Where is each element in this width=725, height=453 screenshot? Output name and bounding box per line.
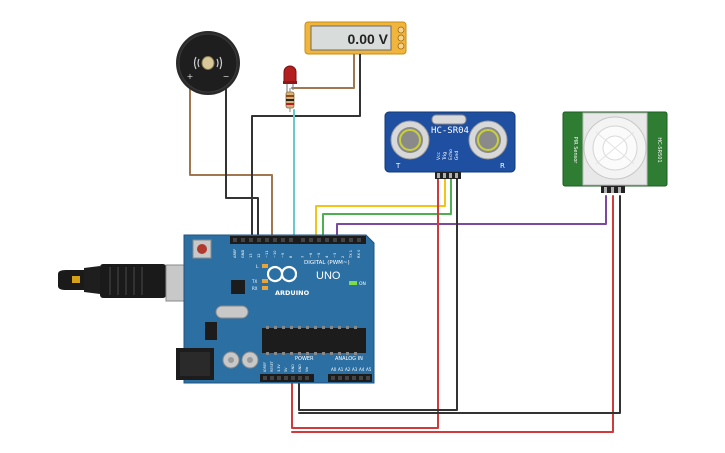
- pin-label-10: ~10: [273, 250, 277, 258]
- pir-side-label-right: HC-SR501: [656, 137, 662, 162]
- pin-label-vin: Vin: [305, 367, 309, 372]
- wire-multimeter-black: [251, 57, 361, 241]
- led-tx-label: TX: [251, 279, 257, 284]
- digital-header: [230, 236, 366, 244]
- buzzer-plus-label: +: [187, 72, 194, 81]
- usb-chip: [231, 280, 245, 294]
- pin-label-aref: AREF: [233, 249, 237, 258]
- pin-label-gnd-1: GND: [291, 364, 295, 372]
- ultrasonic-pin-gnd: Gnd: [454, 151, 460, 160]
- pin-label-6: ~6: [309, 252, 313, 258]
- reset-button-cap: [197, 244, 207, 254]
- wire-pir-red: [291, 195, 614, 433]
- pir-side-label-left: PIR Sensor: [572, 137, 578, 165]
- analog-section-label: ANALOG IN: [335, 356, 363, 362]
- wires: [189, 57, 621, 433]
- wire-ultrasonic-yellow: [315, 177, 446, 241]
- pin-label-ioref: IOREF: [263, 362, 267, 372]
- digital-section-label: DIGITAL (PWM~): [304, 260, 350, 266]
- crystal: [215, 305, 249, 319]
- ultrasonic-t-label: T: [395, 162, 401, 170]
- wire-pir-purple: [336, 195, 607, 241]
- ultrasonic-pin-labels: Vcc Trig Echo Gnd: [436, 149, 460, 161]
- pin-label-a0: A0: [331, 367, 337, 372]
- icsp-header: [205, 322, 217, 340]
- pin-label-rx: RX 0: [357, 249, 361, 258]
- ultrasonic-model-label: HC-SR04: [431, 126, 469, 136]
- ultrasonic-sensor[interactable]: HC-SR04 T R Vcc Trig Echo Gnd: [384, 111, 516, 179]
- multimeter[interactable]: 0.00 V: [304, 21, 407, 60]
- pin-label-a1: A1: [338, 367, 344, 372]
- pir-sensor[interactable]: PIR Sensor HC-SR501: [562, 111, 668, 193]
- pin-label-7: 7: [301, 256, 305, 258]
- pin-label-a5: A5: [366, 367, 372, 372]
- wire-ultrasonic-black: [298, 177, 458, 411]
- digital-pin-labels: AREF GND 13 12 ~11 ~10 ~9 8 7 ~6 ~5 4 ~3…: [233, 249, 361, 259]
- led-rx: [262, 286, 268, 290]
- pin-label-tx: TX 1: [349, 250, 353, 259]
- led-tx: [262, 279, 268, 283]
- wire-multimeter-brown: [291, 57, 355, 89]
- pin-label-gnd-2: GND: [298, 364, 302, 372]
- ultrasonic-pin-echo: Echo: [448, 149, 454, 160]
- buzzer-minus-label: −: [223, 72, 230, 81]
- wire-pir-black: [298, 195, 621, 414]
- led-rx-label: RX: [252, 286, 258, 291]
- multimeter-reading: 0.00 V: [348, 31, 389, 47]
- pin-label-a2: A2: [345, 367, 351, 372]
- ultrasonic-r-label: R: [500, 162, 505, 170]
- usb-cable: [58, 264, 201, 302]
- wire-ultrasonic-red: [291, 177, 439, 429]
- pin-label-a3: A3: [352, 367, 358, 372]
- pin-label-9: ~9: [281, 252, 285, 258]
- resistor[interactable]: [285, 88, 295, 112]
- led-l-label: L: [256, 264, 259, 270]
- pin-label-2: 2: [341, 256, 345, 258]
- pin-label-12: 12: [257, 253, 261, 258]
- analog-header: [328, 374, 372, 382]
- power-pin-labels: IOREF RESET 3.3V 5V GND GND Vin: [263, 360, 309, 372]
- pin-label-3: ~3: [333, 253, 337, 258]
- pin-label-gnd: GND: [241, 250, 245, 258]
- digital-header-holes: [233, 238, 361, 242]
- ultrasonic-pin-vcc: Vcc: [436, 151, 442, 160]
- wire-buzzer-brown: [189, 81, 273, 241]
- piezo-buzzer[interactable]: + −: [176, 31, 240, 95]
- atmega-chip: [262, 328, 366, 353]
- pin-label-5: ~5: [317, 253, 321, 258]
- analog-pin-labels: A0 A1 A2 A3 A4 A5: [331, 367, 372, 372]
- chip-pins: [266, 326, 357, 355]
- wire-buzzer-black: [225, 81, 259, 241]
- pin-label-13: 13: [249, 253, 253, 258]
- pin-label-11: ~11: [265, 250, 269, 258]
- pin-label-4: 4: [325, 255, 329, 258]
- pin-label-3v3: 3.3V: [277, 364, 281, 372]
- pin-label-5v: 5V: [284, 367, 288, 372]
- on-led: [349, 281, 357, 285]
- arduino-logo: ARDUINO: [266, 265, 310, 297]
- on-led-label: ON: [359, 281, 366, 287]
- red-led[interactable]: [283, 65, 297, 92]
- wire-ultrasonic-green: [322, 177, 452, 241]
- ultrasonic-pin-trig: Trig: [442, 152, 448, 161]
- pin-label-8: 8: [289, 255, 293, 258]
- power-section-label: POWER: [295, 356, 314, 362]
- led-l: [262, 264, 268, 268]
- pin-label-a4: A4: [359, 367, 365, 372]
- pin-label-reset: RESET: [270, 360, 274, 372]
- arduino-brand-label: ARDUINO: [275, 289, 310, 297]
- arduino-model-label: UNO: [316, 270, 341, 282]
- arduino-uno-board[interactable]: AREF GND 13 12 ~11 ~10 ~9 8 7 ~6 ~5 4 ~3…: [176, 234, 375, 384]
